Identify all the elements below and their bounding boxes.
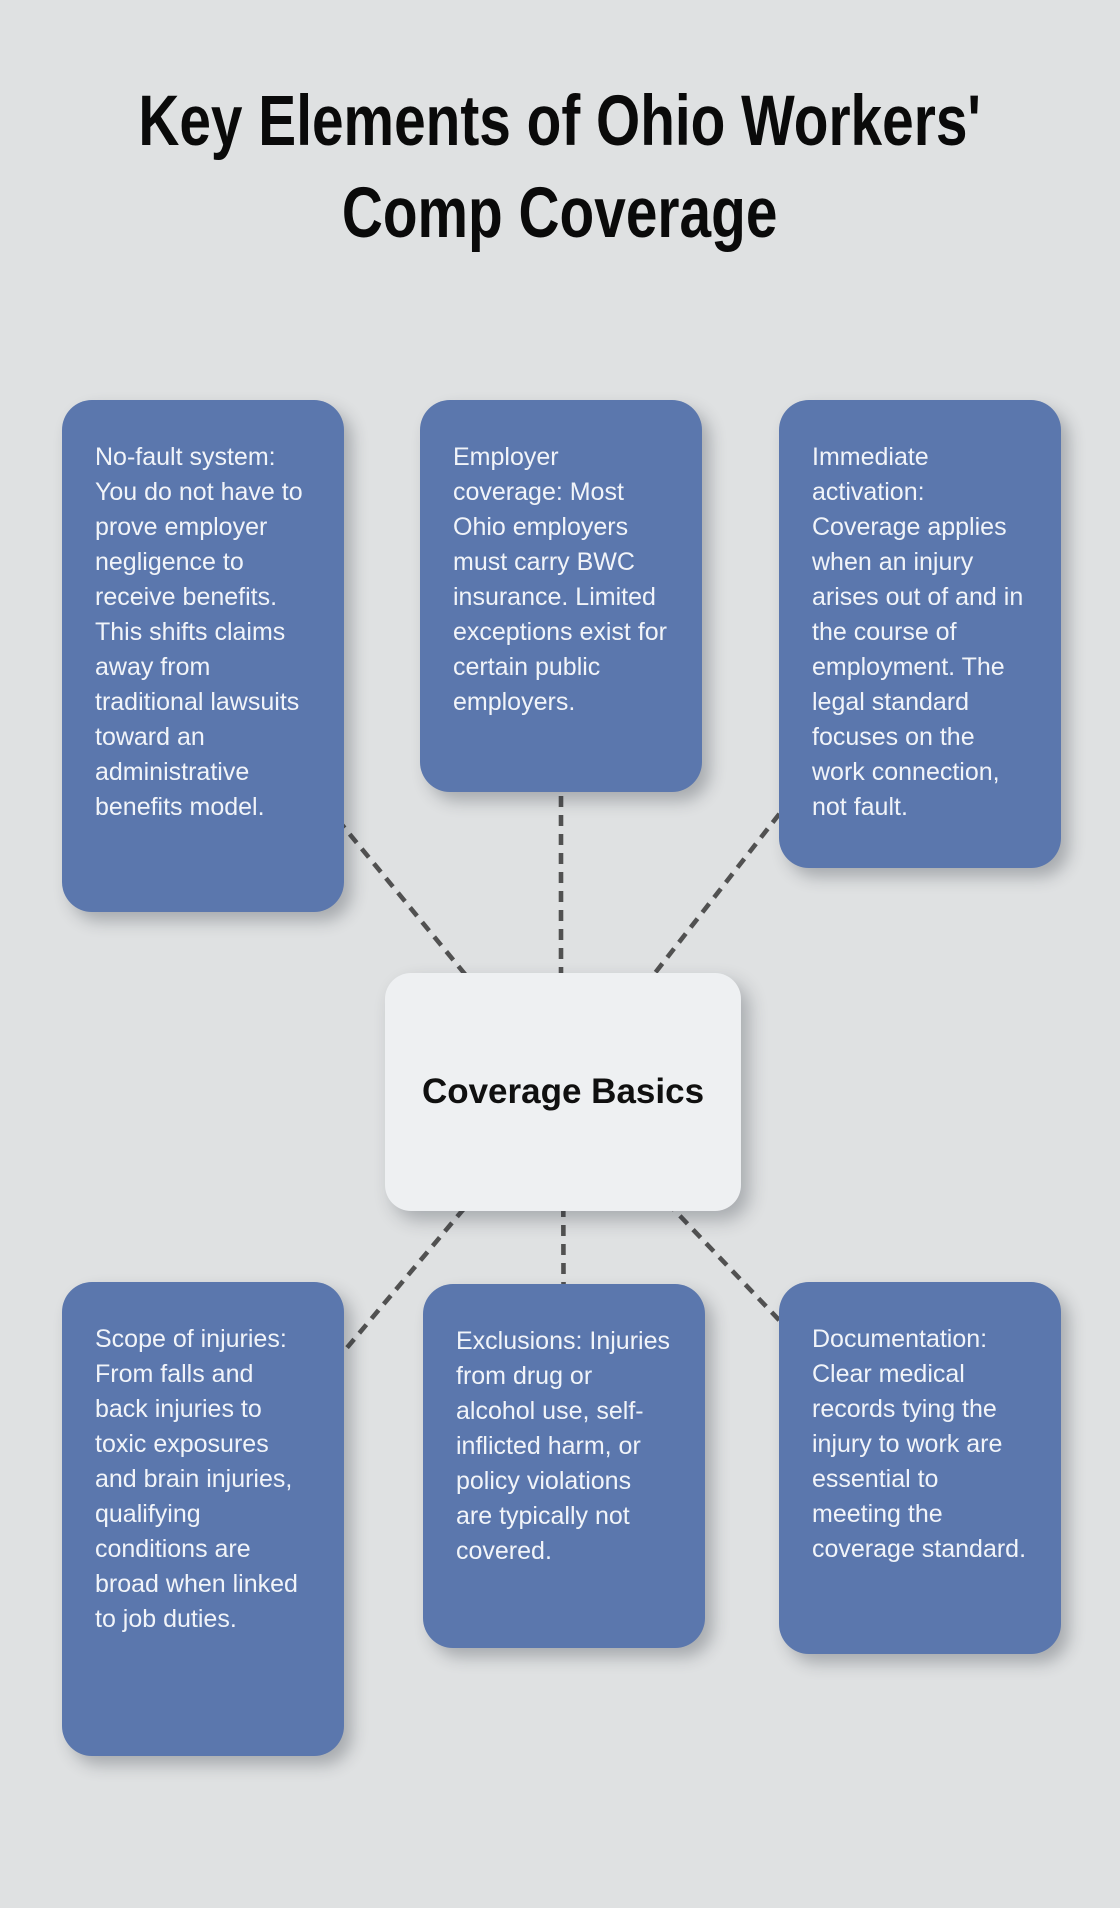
node-box-immediate-activation: Immediate activation: Coverage applies w… — [779, 400, 1061, 868]
node-text-exclusions: Exclusions: Injuries from drug or alcoho… — [456, 1327, 670, 1565]
node-text-documentation: Documentation: Clear medical records tyi… — [812, 1325, 1027, 1563]
node-box-documentation: Documentation: Clear medical records tyi… — [779, 1282, 1061, 1654]
page-title: Key Elements of Ohio Workers' Comp Cover… — [0, 76, 1120, 260]
node-box-exclusions: Exclusions: Injuries from drug or alcoho… — [423, 1284, 705, 1648]
node-box-employer-coverage: Employer coverage: Most Ohio employers m… — [420, 400, 702, 792]
node-box-scope-of-injuries: Scope of injuries: From falls and back i… — [62, 1282, 344, 1756]
page-title-line-2: Comp Coverage — [342, 174, 778, 253]
node-text-scope-of-injuries: Scope of injuries: From falls and back i… — [95, 1325, 298, 1633]
node-box-no-fault-system: No-fault system: You do not have to prov… — [62, 400, 344, 912]
center-node: Coverage Basics — [385, 973, 741, 1211]
node-text-no-fault-system: No-fault system: You do not have to prov… — [95, 443, 303, 821]
node-text-employer-coverage: Employer coverage: Most Ohio employers m… — [453, 443, 667, 716]
page-title-line-1: Key Elements of Ohio Workers' — [138, 82, 982, 161]
center-node-label: Coverage Basics — [421, 1072, 705, 1111]
node-text-immediate-activation: Immediate activation: Coverage applies w… — [812, 443, 1024, 821]
